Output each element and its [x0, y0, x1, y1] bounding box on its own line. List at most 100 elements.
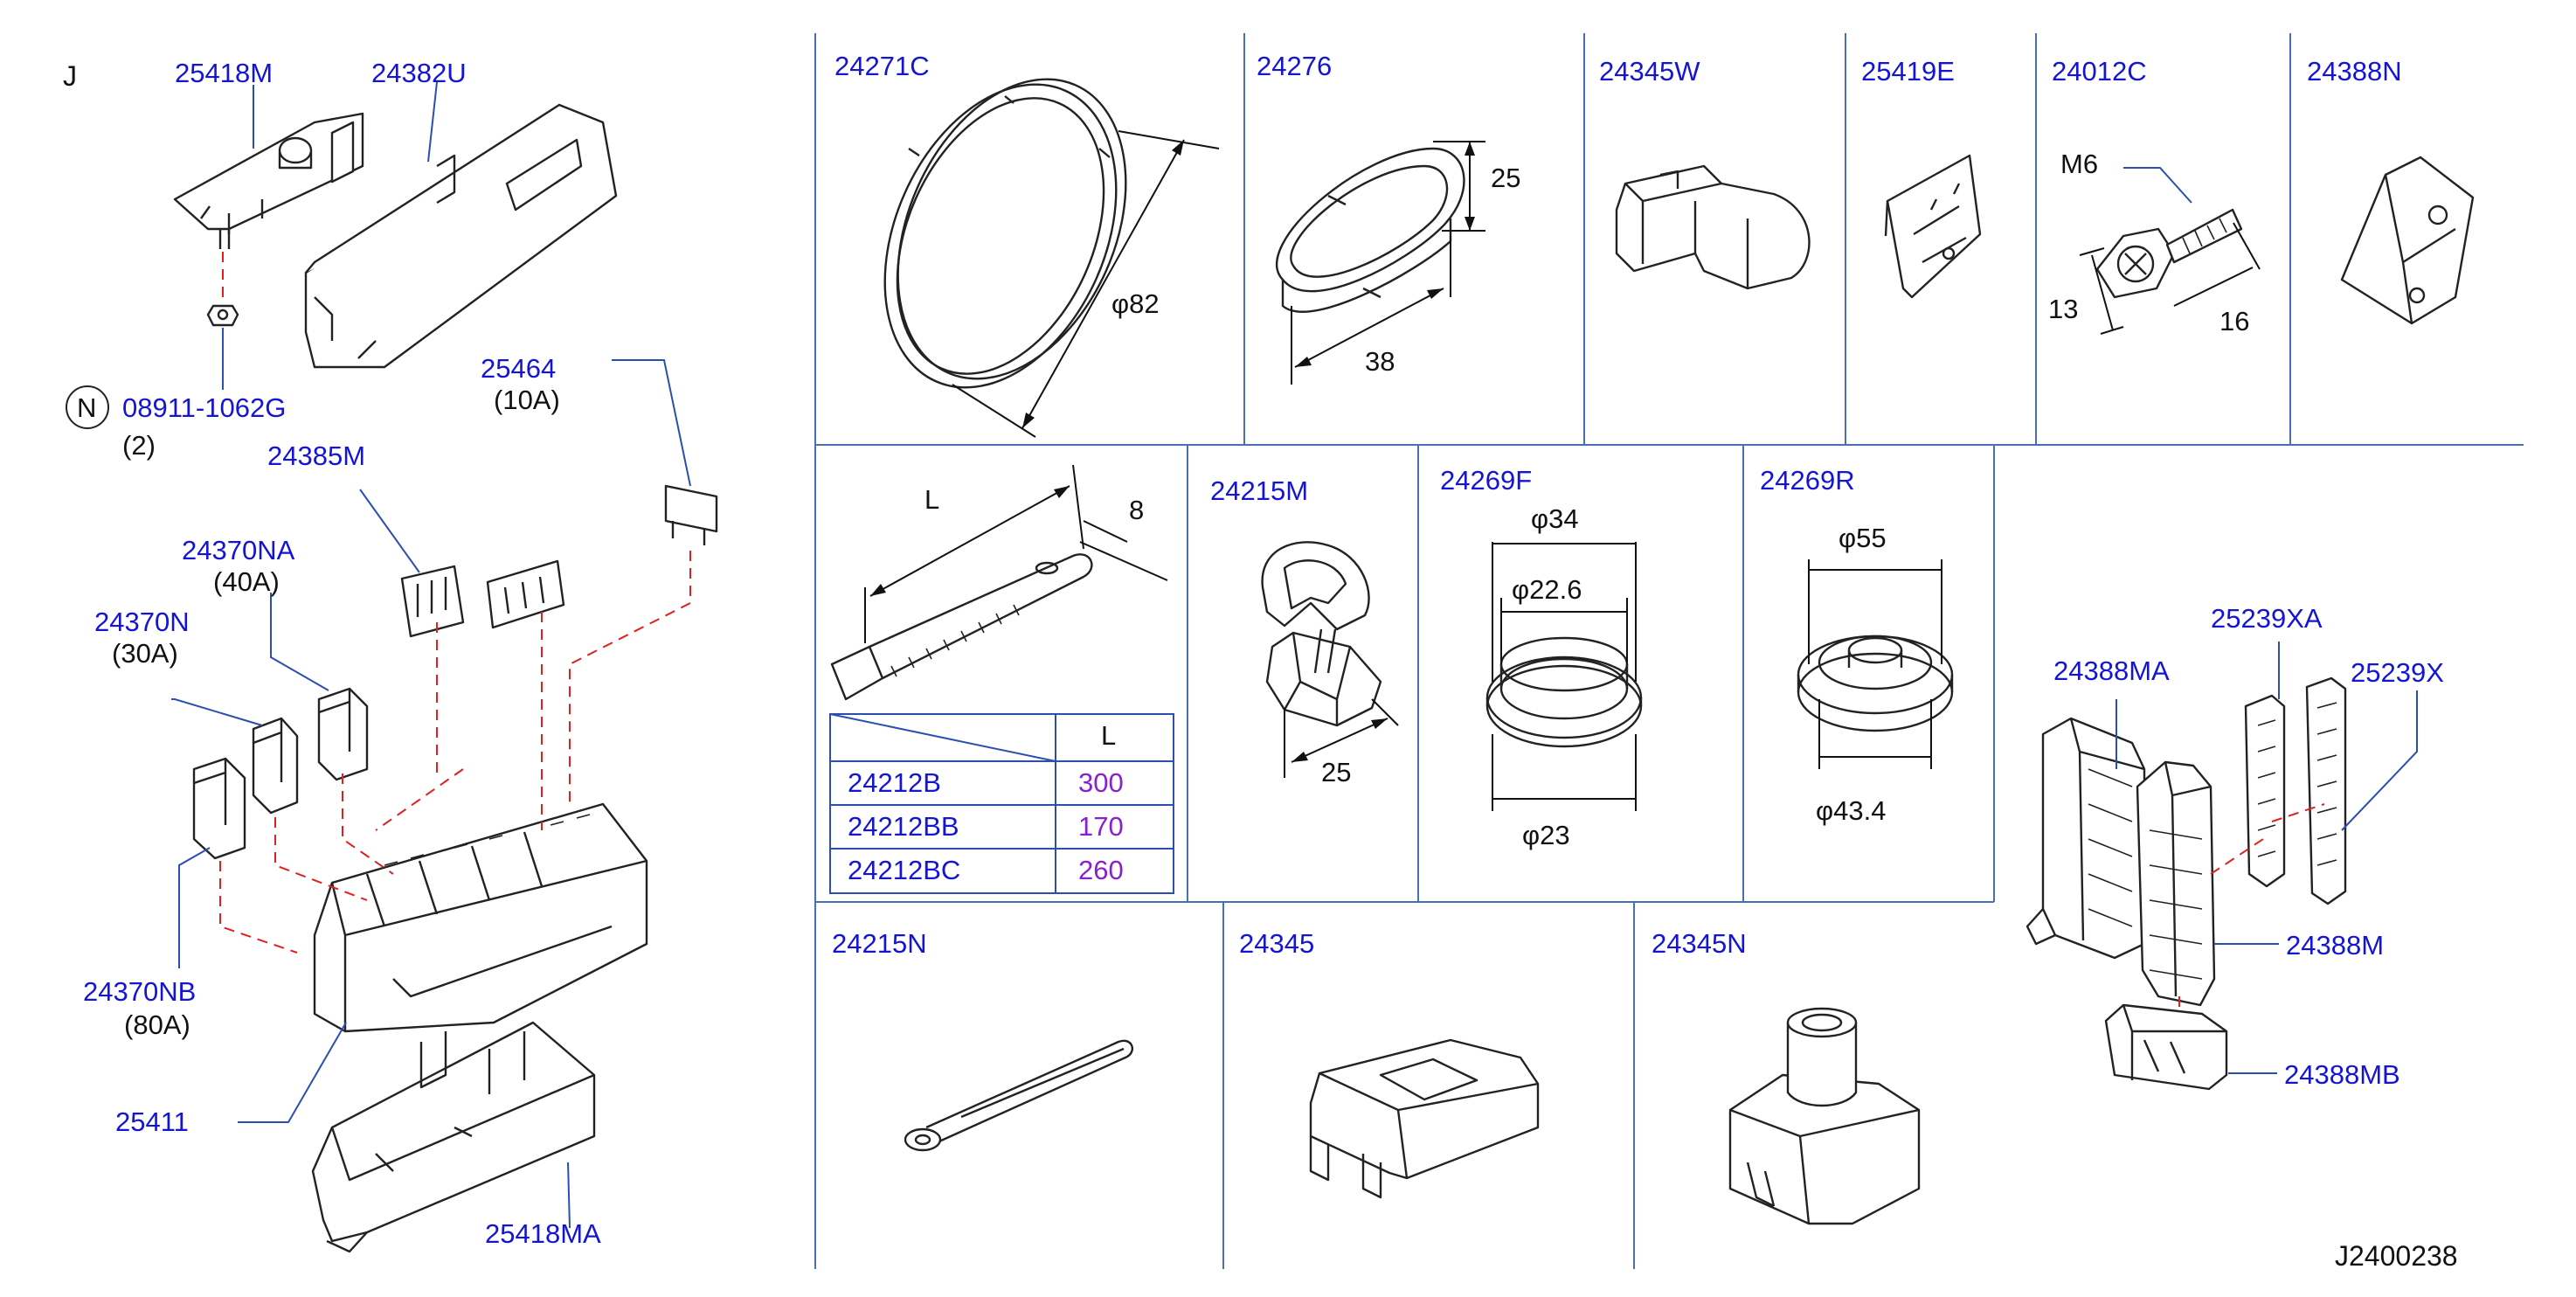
leader-25239x	[2341, 690, 2418, 831]
leader-24382u	[427, 81, 438, 163]
tie-table-header: L	[1101, 720, 1116, 751]
strap-24215n-drawing	[904, 1039, 1134, 1152]
leader-25464	[612, 359, 691, 487]
clip-24215m-dimension	[1284, 698, 1399, 778]
label-25464: 25464	[481, 353, 556, 384]
dim-24269f-inner: φ23	[1522, 820, 1570, 850]
dim-ring-dia: φ82	[1111, 288, 1160, 319]
label-24388n: 24388N	[2307, 56, 2402, 87]
rating-25464: (10A)	[494, 385, 560, 415]
label-24382u: 24382U	[371, 58, 467, 88]
clip-24215m-drawing	[1261, 541, 1382, 727]
tie-row-length: 170	[1078, 811, 1124, 842]
label-24370nb: 24370NB	[83, 976, 196, 1007]
oval-dimensions	[1291, 141, 1485, 385]
label-24345w: 24345W	[1599, 56, 1700, 87]
cable-tie-drawing	[830, 553, 1093, 701]
dim-oval-h: 25	[1491, 163, 1520, 193]
tie-table	[829, 713, 1174, 894]
fuse-block-25411-drawing	[313, 802, 648, 1033]
leader-24370n	[171, 698, 263, 726]
label-24345n: 24345N	[1652, 928, 1747, 959]
holder-25239xa-drawing	[2244, 694, 2286, 888]
dim-bolt-thread: M6	[2060, 149, 2098, 179]
bracket-25418ma-drawing	[311, 1021, 596, 1253]
notation-circle-n: N	[66, 385, 109, 429]
label-24215n: 24215N	[832, 928, 927, 959]
leader-25418ma	[567, 1162, 571, 1229]
holder-24388m-drawing	[2136, 760, 2216, 1007]
grommet-24269f-dimensions	[1492, 542, 1637, 811]
bracket-24388n-drawing	[2340, 156, 2475, 325]
qty-nut: (2)	[122, 430, 156, 461]
label-25418m: 25418M	[175, 58, 273, 88]
label-08911-1062g: 08911-1062G	[122, 392, 286, 423]
label-24388mb: 24388MB	[2284, 1059, 2400, 1090]
bolt-24012c-drawing	[2095, 208, 2243, 299]
notation-letter: N	[77, 392, 96, 423]
label-24370n: 24370N	[94, 607, 190, 637]
fuse-guides	[219, 551, 691, 954]
label-24215m: 24215M	[1210, 475, 1308, 506]
label-25418ma: 25418MA	[485, 1218, 601, 1249]
label-24269r: 24269R	[1760, 465, 1855, 496]
label-24370na: 24370NA	[182, 535, 295, 565]
label-24012c: 24012C	[2052, 56, 2147, 87]
holder-25239x-drawing	[2305, 676, 2347, 905]
tie-row-length: 260	[1078, 855, 1124, 885]
connector-24385m-drawing	[400, 559, 565, 638]
dim-bolt-head: 13	[2048, 294, 2078, 324]
cover-24382u-drawing	[304, 103, 618, 369]
label-25239xa: 25239XA	[2211, 603, 2323, 634]
fuse-24370nb-drawing	[192, 757, 246, 860]
holder-24388ma-drawing	[2025, 717, 2146, 960]
clip-24345w-drawing	[1615, 164, 1811, 290]
grommet-24269r-dimensions	[1808, 559, 1942, 769]
label-25419e: 25419E	[1861, 56, 1955, 87]
label-24269f: 24269F	[1440, 465, 1532, 496]
dim-tie-length: L	[924, 484, 939, 515]
bracket-25418m-drawing	[173, 112, 364, 249]
clip-24345n-drawing	[1728, 1007, 1921, 1225]
diagram-reference: J2400238	[2335, 1240, 2458, 1272]
dim-oval-w: 38	[1365, 346, 1395, 377]
label-24388m: 24388M	[2286, 930, 2384, 961]
holder-guides	[2178, 803, 2325, 1014]
rating-24370na: (40A)	[213, 566, 280, 597]
dim-24269r-bottom: φ43.4	[1816, 795, 1886, 826]
ring-dimension	[952, 130, 1220, 438]
dim-clip-24215m: 25	[1321, 757, 1351, 787]
rating-24370n: (30A)	[112, 638, 178, 669]
dim-bolt-len: 16	[2219, 306, 2249, 336]
panel-grid	[814, 33, 2524, 1269]
clip-25419e-drawing	[1884, 154, 1982, 299]
label-24388ma: 24388MA	[2053, 655, 2170, 686]
clip-24345-drawing	[1309, 1038, 1540, 1199]
leader-24370nb	[178, 847, 211, 968]
bolt-dimensions	[2079, 167, 2261, 335]
label-25411: 25411	[115, 1106, 189, 1137]
dim-24269r-top: φ55	[1839, 523, 1887, 553]
leader-24385m	[359, 489, 420, 573]
label-24276: 24276	[1257, 51, 1332, 81]
grommet-24269r-drawing	[1797, 635, 1954, 732]
tie-row-length: 300	[1078, 767, 1124, 798]
dim-tie-width: 8	[1129, 495, 1144, 525]
label-24385m: 24385M	[267, 440, 365, 471]
label-24345: 24345	[1239, 928, 1314, 959]
label-24271c: 24271C	[834, 51, 930, 81]
label-25239x: 25239X	[2351, 657, 2444, 688]
tie-dimensions	[864, 464, 1168, 643]
leader-24370na	[270, 593, 329, 691]
dim-24269f-outer: φ34	[1531, 503, 1579, 534]
nut-drawing	[206, 304, 239, 327]
rating-24370nb: (80A)	[124, 1009, 190, 1040]
tie-row-part: 24212BC	[848, 855, 960, 885]
tie-row-part: 24212B	[848, 767, 941, 798]
fuse-24370n-drawing	[252, 717, 299, 815]
dim-24269f-mid: φ22.6	[1512, 574, 1582, 605]
leader-25411	[238, 1022, 347, 1123]
grommet-24269f-drawing	[1485, 636, 1643, 748]
fuse-25464-drawing	[664, 484, 718, 545]
